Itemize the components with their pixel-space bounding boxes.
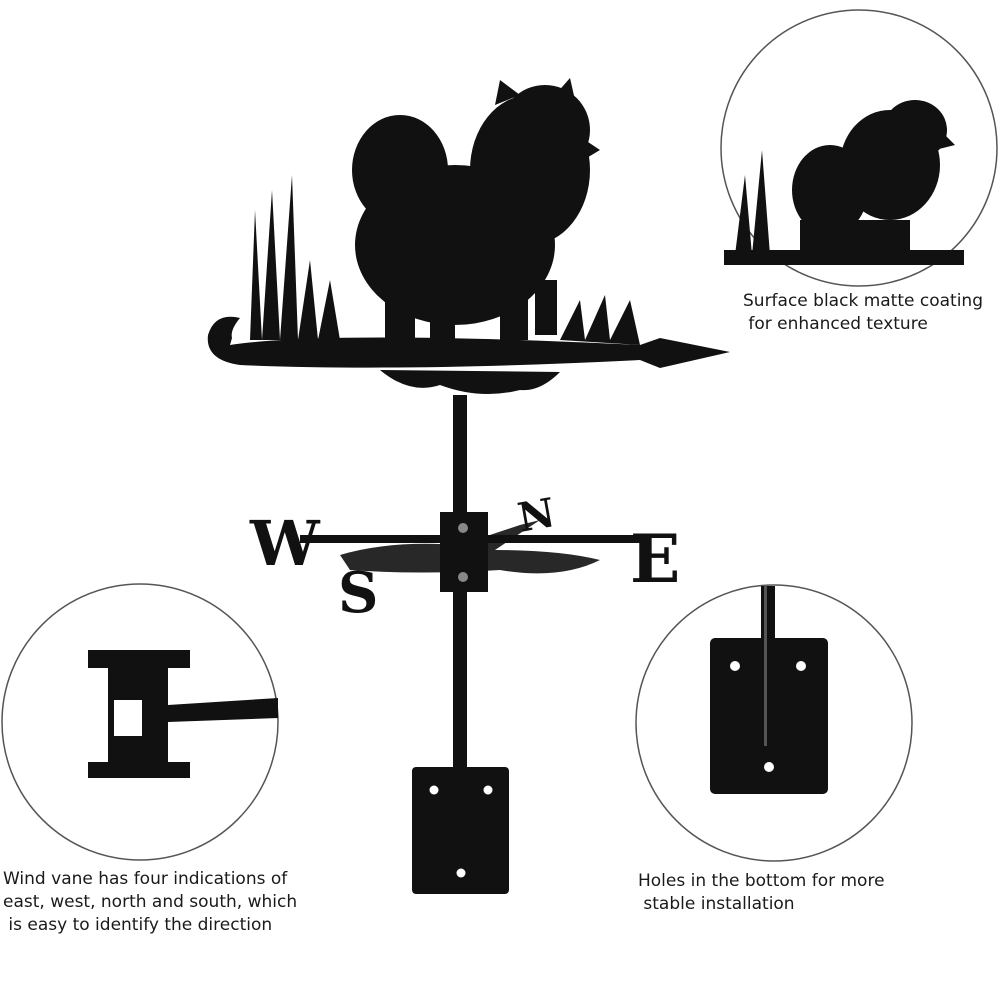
mounting-plate	[412, 767, 509, 894]
caption-line: for enhanced texture	[743, 314, 928, 334]
north-letter: N	[514, 489, 558, 542]
caption-line: Surface black matte coating	[743, 291, 983, 311]
west-letter: W	[249, 507, 321, 580]
east-letter: E	[630, 520, 680, 598]
south-letter: S	[338, 560, 378, 626]
detail-circle-coating	[720, 9, 998, 287]
detail-circle-east-letter	[1, 583, 279, 861]
caption-line: Wind vane has four indications of	[3, 869, 288, 889]
arrow-with-dog	[207, 78, 730, 394]
caption-coating: Surface black matte coating for enhanced…	[743, 290, 983, 336]
pomeranian-silhouette	[352, 78, 600, 340]
caption-holes: Holes in the bottom for more stable inst…	[638, 870, 885, 916]
detail-circle-mounting-plate	[635, 584, 913, 862]
caption-line: is easy to identify the direction	[3, 915, 273, 935]
caption-line: Holes in the bottom for more	[638, 871, 885, 891]
caption-line: stable installation	[638, 894, 795, 914]
compass-arms: W E N S	[249, 489, 680, 626]
caption-directions: Wind vane has four indications of east, w…	[3, 868, 297, 937]
caption-line: east, west, north and south, which	[3, 892, 298, 912]
